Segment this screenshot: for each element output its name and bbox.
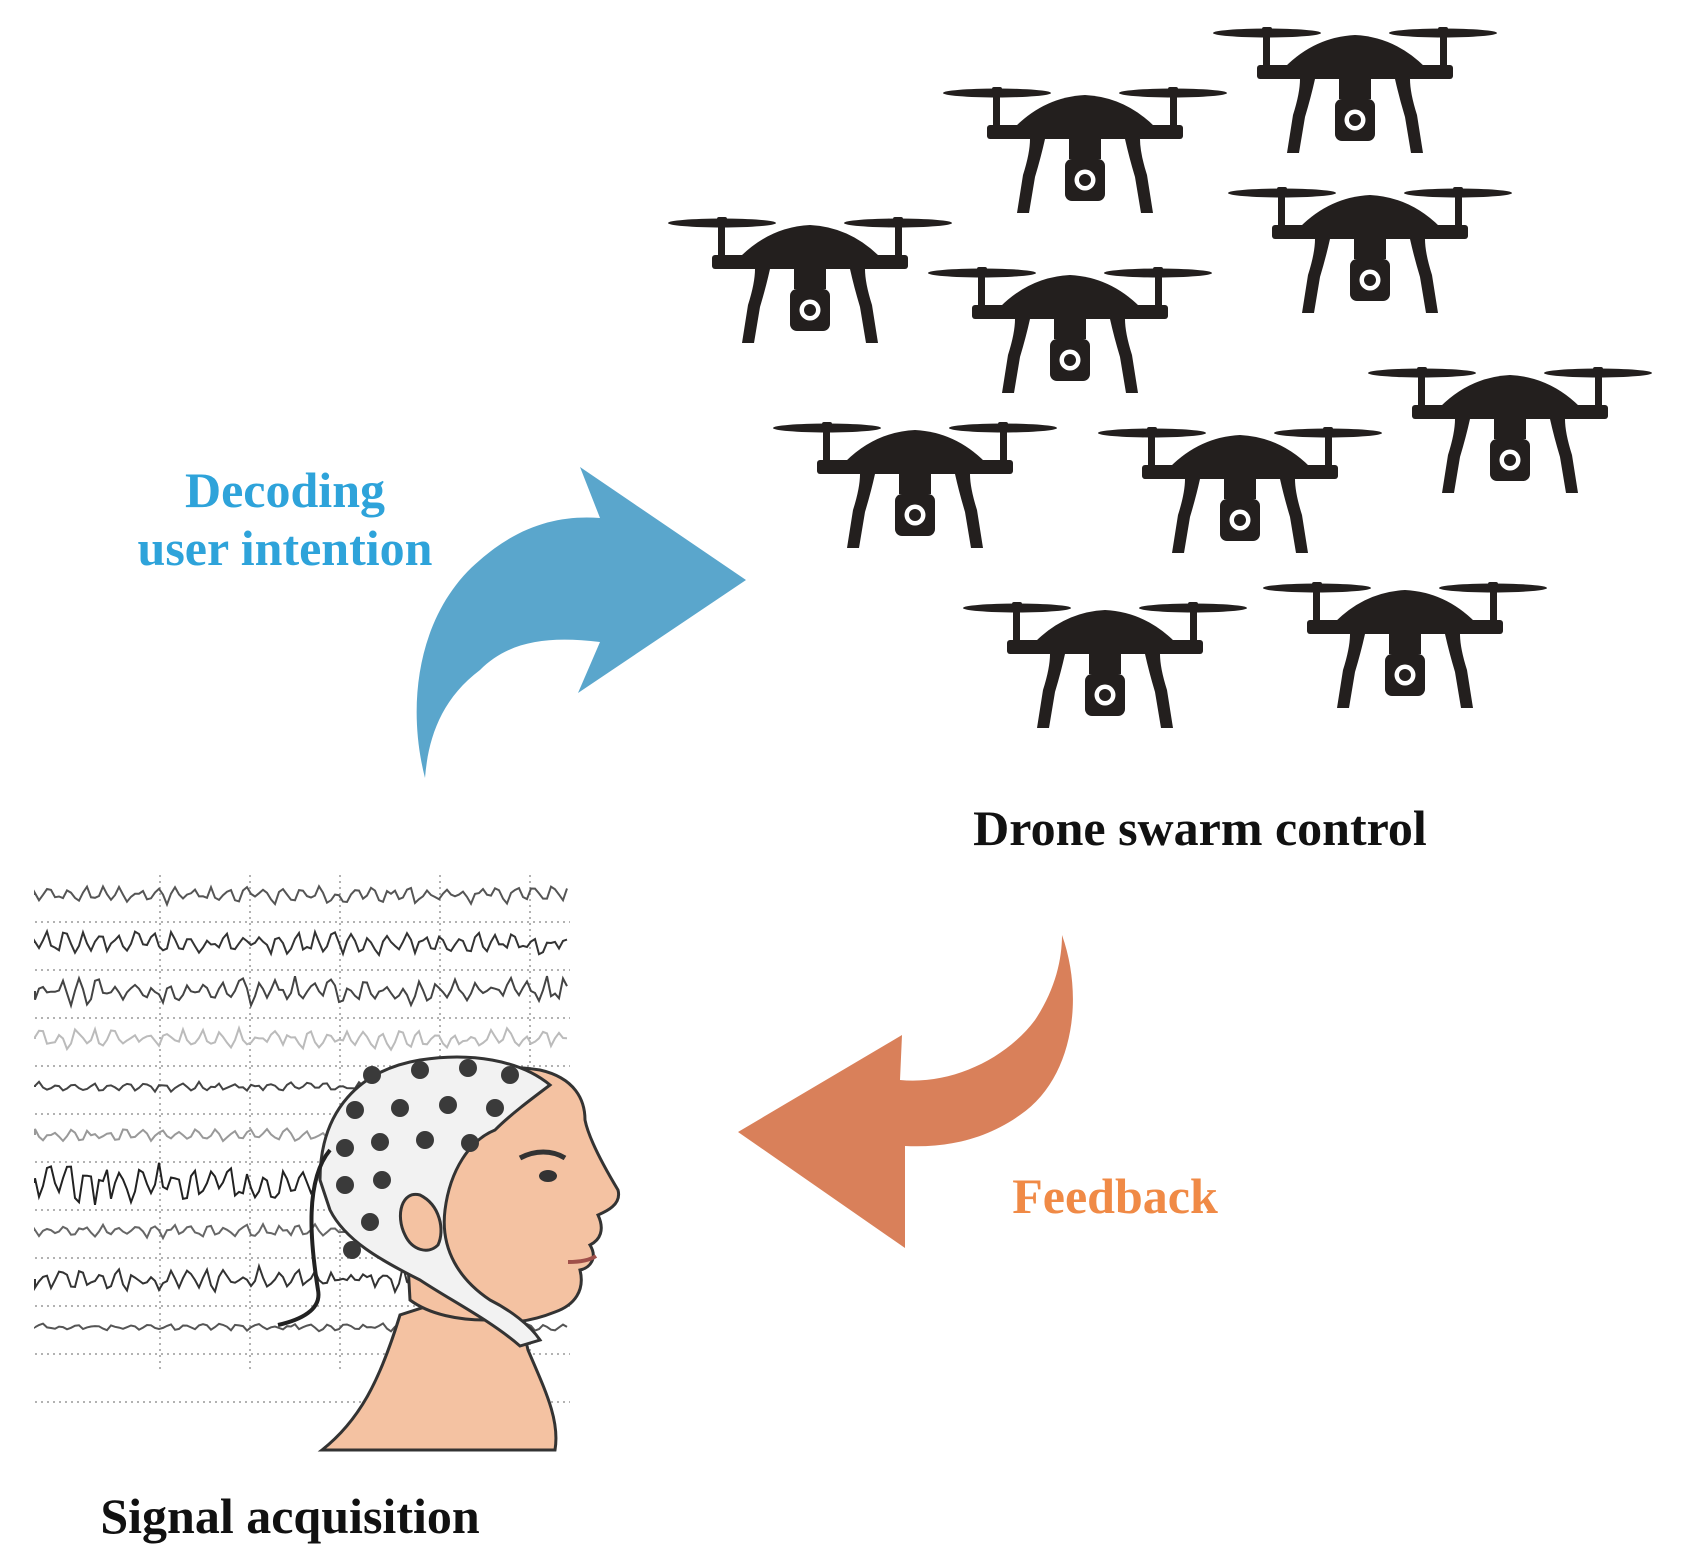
drone-icon	[1368, 367, 1652, 493]
electrode	[371, 1133, 389, 1151]
drone-icon	[1213, 27, 1497, 153]
feedback-arrow	[738, 935, 1073, 1248]
drone-icon	[1228, 187, 1512, 313]
electrode	[346, 1101, 364, 1119]
eeg-head-icon	[277, 1055, 621, 1452]
drone-icon	[943, 87, 1227, 213]
drone-icon	[963, 602, 1247, 728]
eeg-trace	[34, 1025, 568, 1052]
electrode	[363, 1066, 381, 1084]
drone-icon	[773, 422, 1057, 548]
electrode	[461, 1134, 479, 1152]
signal-acquisition-label: Signal acquisition	[100, 1488, 480, 1544]
eeg-trace	[34, 975, 568, 1010]
decoding-label-line2: user intention	[137, 519, 433, 576]
electrode	[391, 1099, 409, 1117]
eeg-electrodes	[336, 1059, 519, 1259]
decoding-arrow	[416, 467, 746, 778]
decoding-label: Decoding user intention	[115, 462, 455, 577]
drone-swarm	[668, 27, 1652, 728]
drone-icon	[1263, 582, 1547, 708]
electrode	[336, 1176, 354, 1194]
eeg-trace	[34, 884, 568, 908]
electrode	[361, 1213, 379, 1231]
eeg-trace	[34, 928, 568, 958]
electrode	[336, 1139, 354, 1157]
electrode	[439, 1096, 457, 1114]
drone-icon	[668, 217, 952, 343]
drone-swarm-label: Drone swarm control	[973, 800, 1427, 856]
feedback-label: Feedback	[1012, 1168, 1218, 1224]
electrode	[501, 1066, 519, 1084]
decoding-label-line1: Decoding	[185, 462, 385, 518]
electrode	[373, 1171, 391, 1189]
electrode	[411, 1061, 429, 1079]
drone-icon	[928, 267, 1212, 393]
electrode	[343, 1241, 361, 1259]
electrode	[459, 1059, 477, 1077]
electrode	[416, 1131, 434, 1149]
electrode	[486, 1099, 504, 1117]
drone-icon	[1098, 427, 1382, 553]
